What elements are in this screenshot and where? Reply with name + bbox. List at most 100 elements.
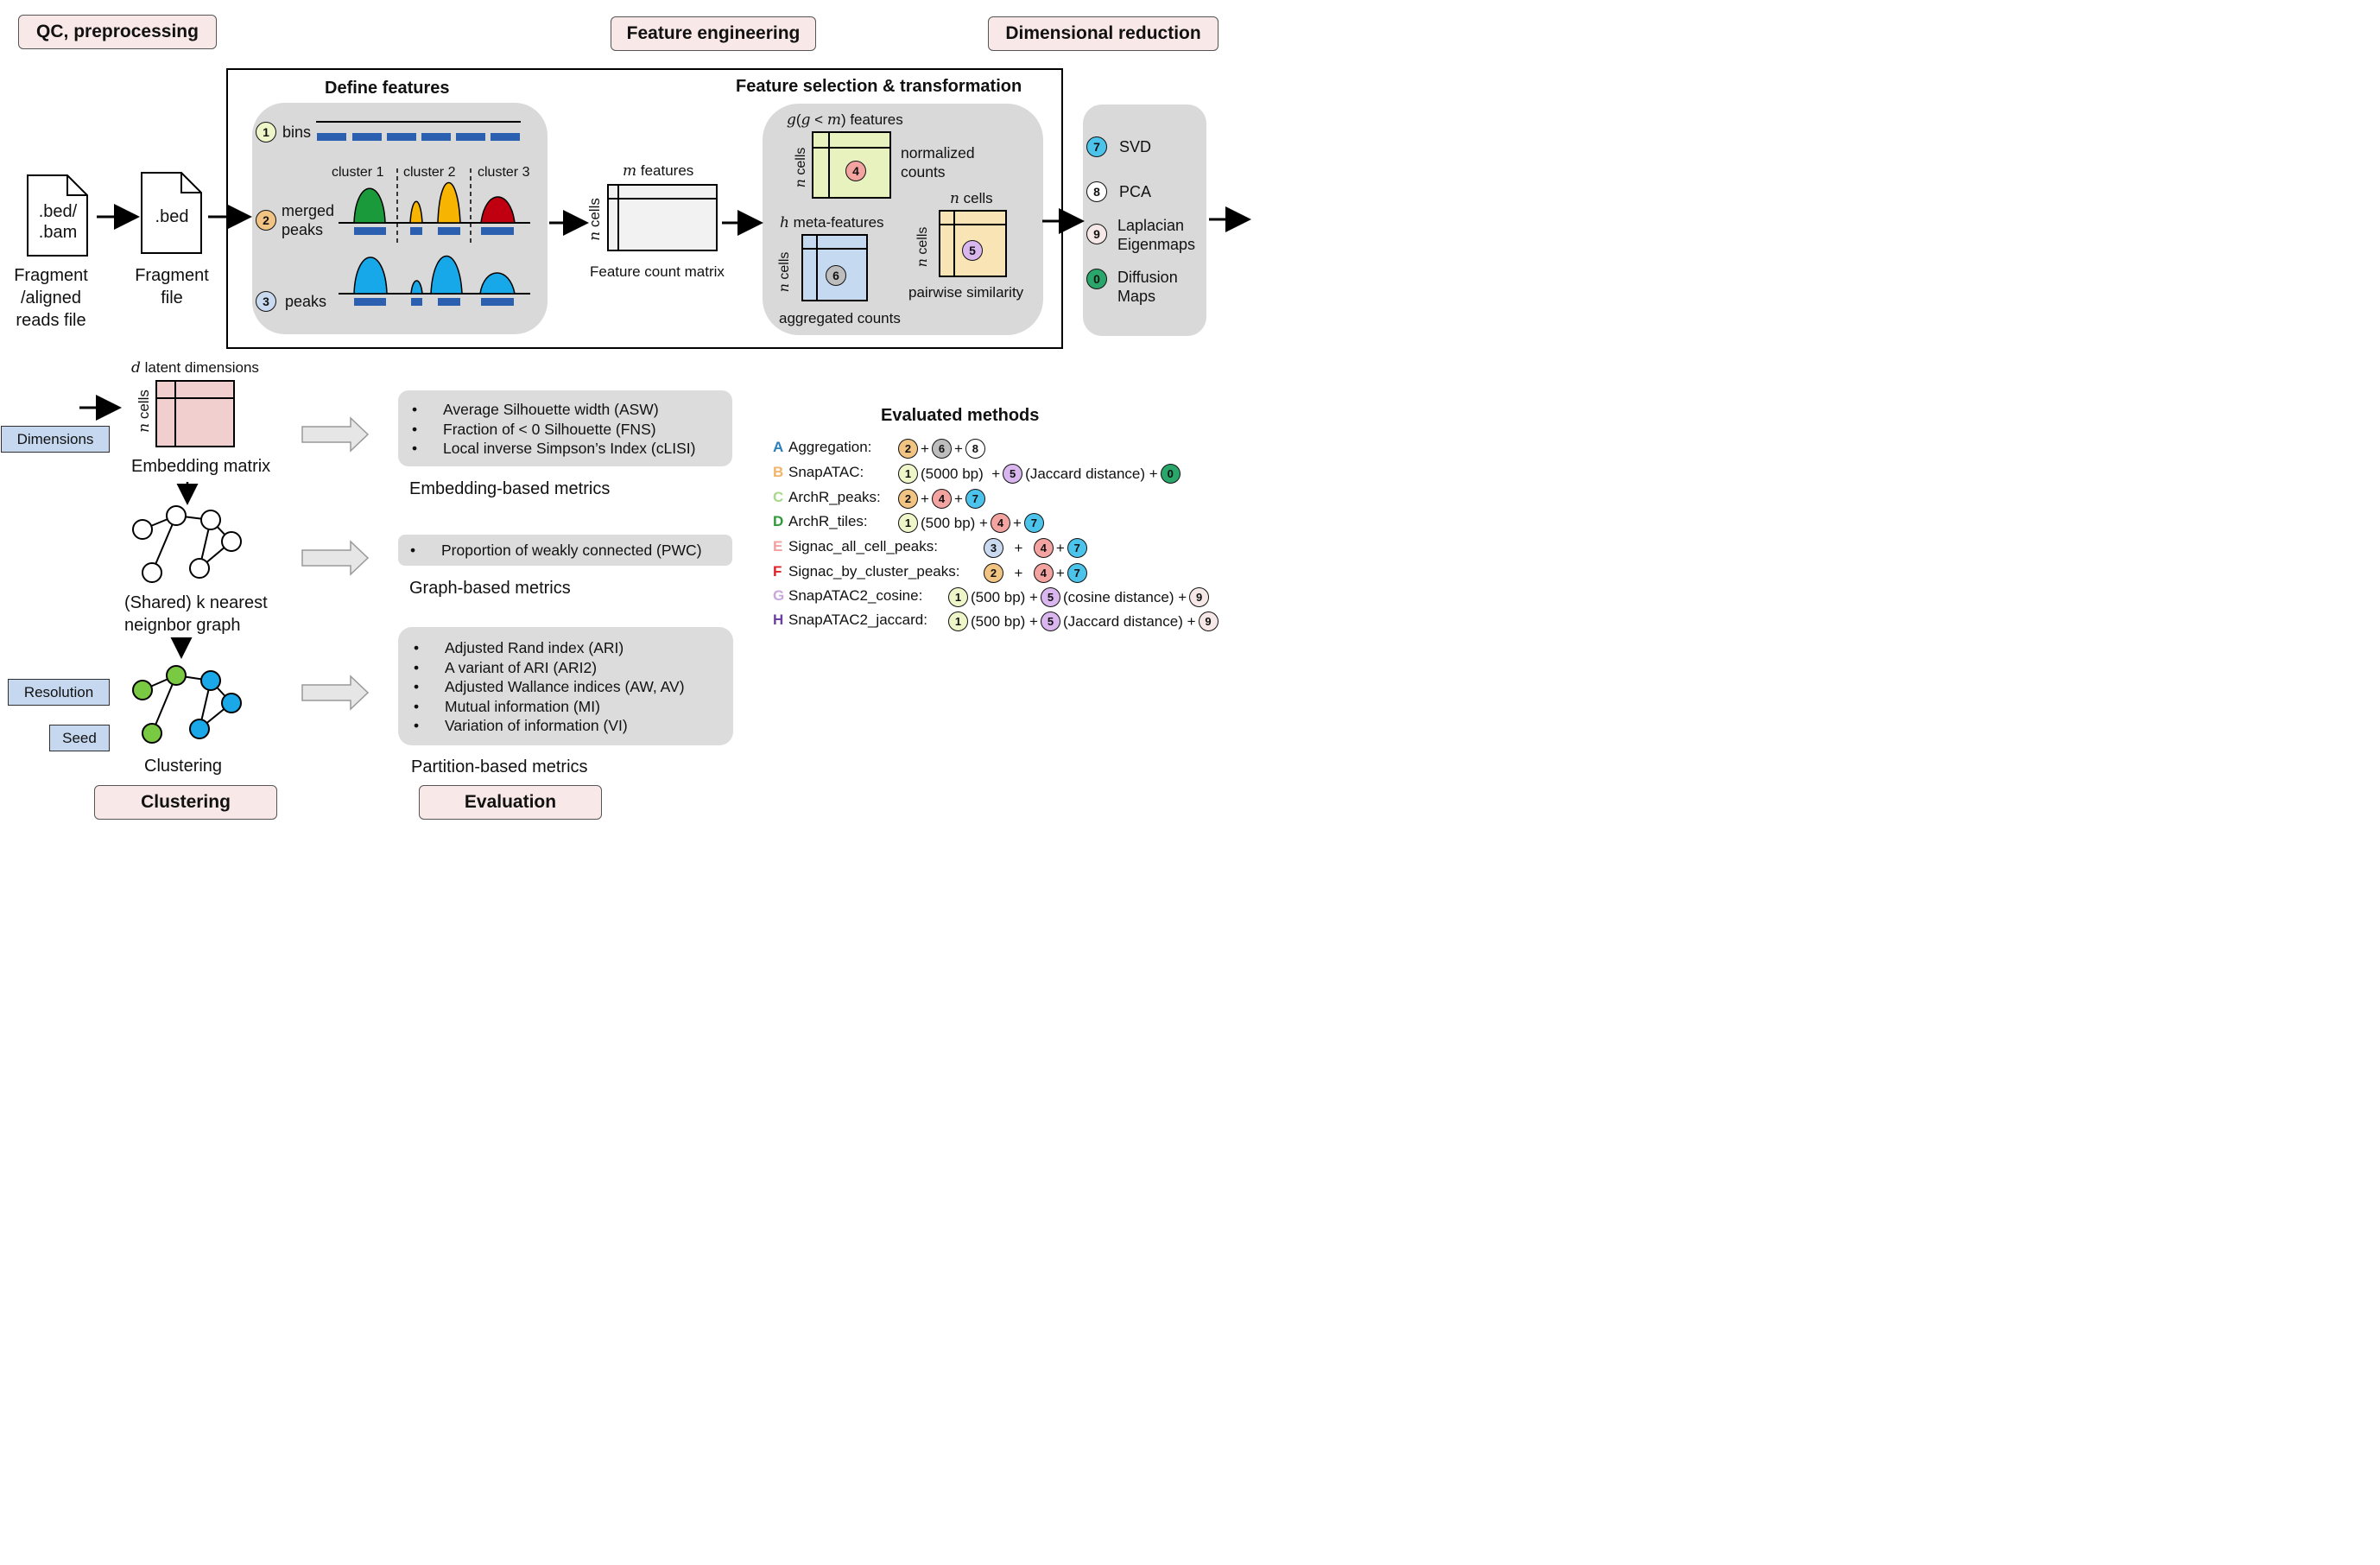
method-sequence: 2+4+7 [898, 489, 985, 509]
metric-item: Variation of information (VI) [400, 716, 685, 736]
method-sequence: 2 + 4+7 [984, 563, 1087, 583]
metric-item: Proportion of weakly connected (PWC) [396, 541, 702, 561]
step-badge-7: 7 [1023, 513, 1044, 533]
step-badge-5: 5 [1003, 464, 1023, 484]
step-badge-2: 2 [898, 489, 918, 509]
badge-6: 6 [826, 265, 846, 286]
badge-2: 2 [256, 210, 276, 231]
metric-item: Average Silhouette width (ASW) [398, 400, 695, 420]
step-badge-8: 8 [965, 439, 985, 459]
peak-blue [479, 272, 516, 295]
h-meta-features-label: h meta-features [780, 214, 884, 231]
knn-graph [132, 505, 242, 583]
clustered-graph [132, 665, 242, 744]
method-letter: E [773, 538, 783, 554]
method-name: Aggregation: [788, 439, 872, 455]
graph-metrics-title: Graph-based metrics [409, 579, 571, 598]
badge-7: 7 [1086, 136, 1107, 157]
graph-node [200, 510, 221, 530]
step-text: + [1006, 564, 1031, 581]
embedding-metrics-title: Embedding-based metrics [409, 479, 611, 498]
step-badge-2: 2 [984, 563, 1003, 583]
peak-blue [353, 257, 388, 295]
method-name: SnapATAC2_jaccard: [788, 611, 927, 628]
step-badge-7: 7 [1067, 563, 1087, 583]
step-text: (Jaccard distance) + [1025, 465, 1158, 482]
step-text: (500 bp) + [921, 514, 988, 531]
n-cells-pairwise-top: n cells [950, 190, 993, 207]
method-letter: B [773, 464, 784, 480]
define-features-title: Define features [325, 79, 450, 98]
embedding-metrics-list: Average Silhouette width (ASW) Fraction … [398, 400, 695, 459]
method-letter: A [773, 439, 784, 455]
step-badge-1: 1 [898, 513, 918, 533]
feature-selection-title: Feature selection & transformation [736, 77, 1022, 96]
step-text: + [1055, 539, 1065, 556]
pipeline-diagram: QC, preprocessing Feature engineering Di… [0, 0, 1333, 877]
merged-peak-small [409, 200, 423, 224]
n-cells-normalized: n cells [792, 147, 808, 188]
metric-item: Adjusted Rand index (ARI) [400, 638, 685, 658]
step-text: (cosine distance) + [1062, 588, 1187, 605]
evaluated-methods-title: Evaluated methods [881, 406, 1040, 425]
metric-item: Fraction of < 0 Silhouette (FNS) [398, 420, 695, 440]
m-features-text: features [636, 162, 694, 179]
dimensions-parameter[interactable]: Dimensions [1, 426, 110, 453]
method-name: Signac_by_cluster_peaks: [788, 563, 960, 580]
step-badge-4: 4 [990, 513, 1010, 533]
step-text: + [1006, 539, 1031, 556]
stage-qc-label: QC, preprocessing [18, 15, 217, 49]
peak-blue [410, 280, 423, 295]
knn-graph-caption: (Shared) k nearest neignbor graph [124, 593, 268, 635]
stage-evaluation-label: Evaluation [419, 785, 602, 820]
dim-method-diffusion: Diffusion Maps [1117, 269, 1178, 305]
bin [352, 133, 382, 141]
dim-method-pca: PCA [1119, 183, 1152, 200]
n-cells-embedding: n cells [136, 390, 153, 433]
step-badge-2: 2 [898, 439, 918, 459]
merged-peaks-label: merged peaks [282, 202, 335, 238]
resolution-parameter[interactable]: Resolution [8, 679, 110, 706]
bin [456, 133, 485, 141]
step-badge-0: 0 [1160, 464, 1181, 484]
graph-node [221, 531, 242, 552]
latent-dimensions-label: d latent dimensions [131, 359, 259, 377]
aggregated-counts-label: aggregated counts [779, 310, 901, 326]
clustering-caption: Clustering [144, 757, 223, 776]
m-var: m [623, 162, 637, 180]
bin [421, 133, 451, 141]
bin [491, 133, 520, 141]
method-sequence: 2+6+8 [898, 439, 985, 459]
badge-4: 4 [845, 161, 866, 181]
step-text: + [921, 490, 929, 507]
method-sequence: 1(500 bp) +4+7 [898, 513, 1044, 533]
method-letter: C [773, 489, 784, 505]
peaks-label: peaks [285, 293, 327, 310]
step-badge-6: 6 [931, 439, 952, 459]
badge-0: 0 [1086, 269, 1107, 289]
partition-metrics-list: Adjusted Rand index (ARI) A variant of A… [400, 638, 685, 736]
step-text: (500 bp) + [971, 612, 1038, 630]
cluster-2-label: cluster 2 [403, 165, 456, 180]
stage-feature-engineering-label: Feature engineering [611, 16, 816, 51]
badge-8: 8 [1086, 181, 1107, 202]
step-text: (500 bp) + [971, 588, 1038, 605]
step-badge-4: 4 [1033, 563, 1054, 583]
method-sequence: 1(500 bp) +5(Jaccard distance) +9 [948, 611, 1218, 631]
seed-parameter[interactable]: Seed [49, 725, 110, 751]
method-letter: D [773, 513, 784, 529]
metric-item: Local inverse Simpson’s Index (cLISI) [398, 439, 695, 459]
method-name: ArchR_tiles: [788, 513, 868, 529]
arrow-graph-metrics [301, 540, 370, 576]
method-sequence: 3 + 4+7 [984, 538, 1087, 558]
m-features-label: m features [623, 162, 693, 180]
cluster-node-green [132, 680, 153, 700]
n-cells-aggregated: n cells [775, 251, 792, 293]
bam-file-icon-label: .bed/ .bam [38, 202, 78, 242]
merged-peak-green [353, 187, 386, 224]
n-cells-label-matrix: n cells [586, 198, 604, 241]
step-badge-9: 9 [1189, 587, 1210, 607]
